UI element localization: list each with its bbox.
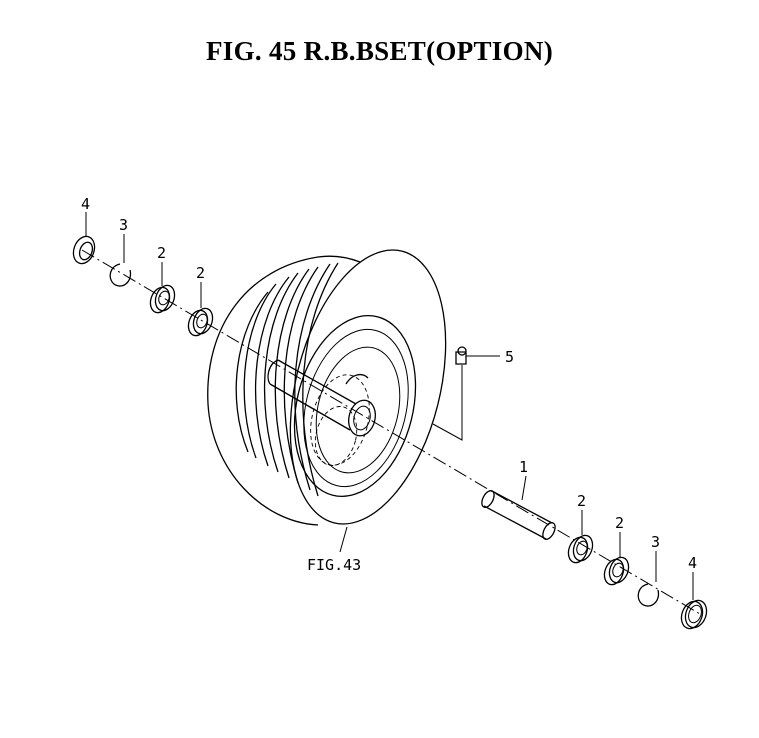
callout-5: 5 bbox=[505, 348, 514, 366]
fig43-label: FIG.43 bbox=[307, 556, 361, 574]
washer-left: 4 bbox=[72, 195, 96, 265]
fig43-reference: FIG.43 bbox=[307, 526, 361, 574]
callout-2-left-inner: 2 bbox=[196, 264, 205, 282]
callout-3-left: 3 bbox=[119, 216, 128, 234]
snap-ring-right: 3 bbox=[637, 533, 660, 607]
callout-1: 1 bbox=[519, 458, 528, 476]
axis-centerline bbox=[81, 249, 701, 615]
washer-right: 4 bbox=[680, 554, 708, 630]
callout-2-left-outer: 2 bbox=[157, 244, 166, 262]
shaft: 1 bbox=[481, 458, 556, 540]
callout-4-right: 4 bbox=[688, 554, 697, 572]
bearing-right-outer: 2 bbox=[603, 514, 630, 586]
bearing-left-inner: 2 bbox=[187, 264, 214, 337]
callout-2-right-inner: 2 bbox=[577, 492, 586, 510]
bearing-left-outer: 2 bbox=[149, 244, 176, 314]
grease-nipple: 5 bbox=[432, 346, 514, 441]
callout-2-right-outer: 2 bbox=[615, 514, 624, 532]
figure-title: FIG. 45 R.B.BSET(OPTION) bbox=[206, 36, 553, 66]
tire bbox=[207, 249, 447, 526]
callout-3-right: 3 bbox=[651, 533, 660, 551]
snap-ring-left: 3 bbox=[109, 216, 132, 287]
callout-4-left: 4 bbox=[81, 195, 90, 213]
bearing-right-inner: 2 bbox=[567, 492, 594, 564]
